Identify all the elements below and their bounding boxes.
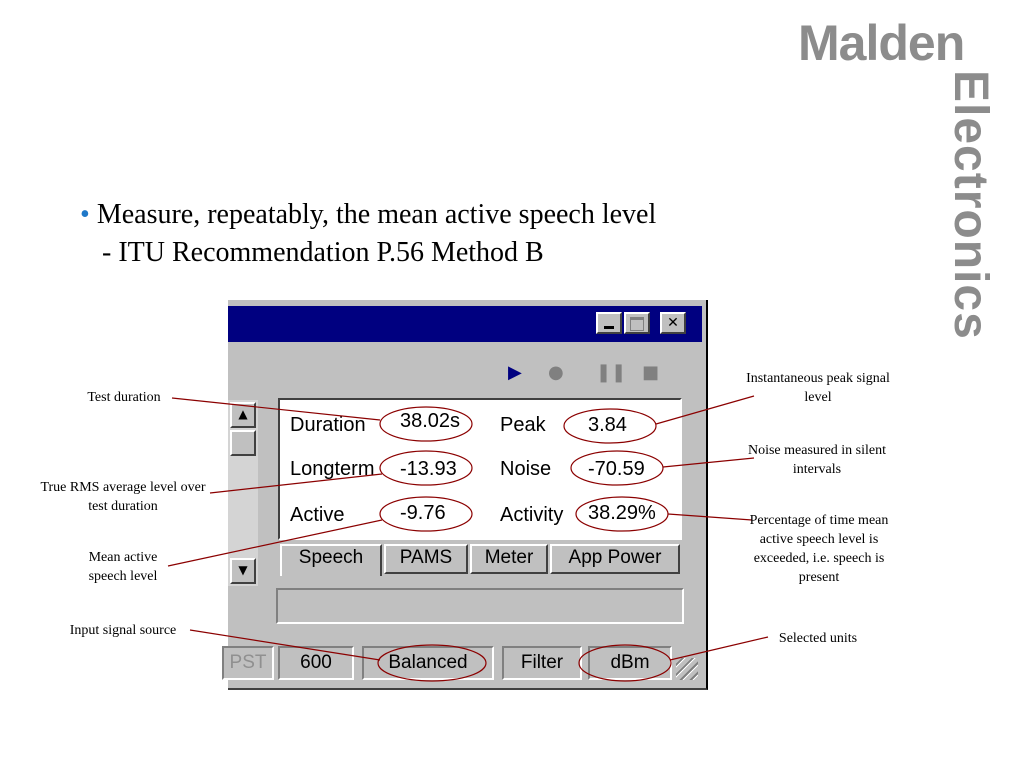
readings-panel: Duration 38.02s Peak 3.84 Longterm -13.9… — [278, 398, 682, 540]
note-mean-active: Mean active speech level — [88, 550, 158, 584]
app-window: ▶ ● ❚❚ ■ ▲ ▼ Duration 38.02s Peak 3.84 L… — [222, 300, 708, 690]
leader-true-rms — [209, 473, 383, 494]
active-value: -9.76 — [400, 502, 446, 524]
ellipse-duration — [379, 406, 473, 442]
scroll-up-button[interactable]: ▲ — [230, 402, 256, 428]
tab-app-power[interactable]: App Power — [550, 544, 680, 574]
tab-speech[interactable]: Speech — [280, 544, 382, 576]
scrollbar[interactable]: ▲ ▼ — [228, 400, 258, 586]
leader-peak — [655, 395, 755, 425]
noise-label: Noise — [500, 458, 552, 480]
status-filter[interactable]: Filter — [502, 646, 582, 680]
ellipse-noise — [570, 450, 664, 486]
peak-value: 3.84 — [588, 414, 627, 436]
activity-value: 38.29% — [588, 502, 656, 524]
status-units[interactable]: dBm — [588, 646, 672, 680]
leader-input-source — [189, 629, 381, 661]
bullet-line1: Measure, repeatably, the mean active spe… — [96, 199, 657, 230]
leader-activity — [667, 513, 753, 521]
ellipse-longterm — [379, 450, 473, 486]
scroll-down-button[interactable]: ▼ — [230, 558, 256, 584]
status-pst[interactable]: PST — [222, 646, 274, 680]
brand-electronics: Electronics — [944, 70, 997, 340]
title-bar[interactable] — [228, 306, 702, 342]
ellipse-dbm — [578, 644, 672, 682]
duration-label: Duration — [290, 414, 366, 436]
note-peak: Instantaneous peak signal level — [746, 371, 890, 405]
status-input-source[interactable]: Balanced — [362, 646, 494, 680]
leader-test-duration — [171, 397, 381, 421]
longterm-value: -13.93 — [400, 458, 457, 480]
note-test-duration: Test duration — [87, 390, 161, 405]
brand-malden: Malden — [798, 15, 965, 71]
ellipse-active — [379, 496, 473, 532]
noise-value: -70.59 — [588, 458, 645, 480]
tab-meter[interactable]: Meter — [470, 544, 548, 574]
resize-grip-icon[interactable] — [676, 658, 698, 680]
leader-units — [669, 636, 769, 661]
longterm-label: Longterm — [290, 458, 375, 480]
bullet-text: • Measure, repeatably, the mean active s… — [80, 196, 656, 272]
pause-icon[interactable]: ❚❚ — [596, 362, 627, 383]
leader-noise — [662, 457, 755, 468]
scroll-thumb[interactable] — [230, 430, 256, 456]
note-true-rms: True RMS average level over test duratio… — [40, 480, 206, 514]
status-field — [276, 588, 684, 624]
bullet-dot: • — [80, 199, 90, 230]
status-impedance[interactable]: 600 — [278, 646, 354, 680]
bullet-line2: - ITU Recommendation P.56 Method B — [102, 237, 544, 268]
maximize-button[interactable] — [624, 312, 650, 334]
play-icon[interactable]: ▶ — [508, 362, 522, 383]
ellipse-balanced — [377, 644, 487, 682]
close-button[interactable] — [660, 312, 686, 334]
note-activity: Percentage of time mean active speech le… — [749, 513, 889, 585]
note-input-source: Input signal source — [69, 623, 177, 638]
active-label: Active — [290, 504, 345, 526]
leader-mean-active — [167, 519, 383, 567]
note-noise: Noise measured in silent intervals — [747, 443, 887, 477]
activity-label: Activity — [500, 504, 564, 526]
minimize-button[interactable] — [596, 312, 622, 334]
tab-pams[interactable]: PAMS — [384, 544, 468, 574]
note-units: Selected units — [778, 631, 858, 646]
record-icon[interactable]: ● — [548, 362, 564, 383]
ellipse-peak — [563, 408, 657, 444]
stop-icon[interactable]: ■ — [642, 362, 660, 383]
duration-value: 38.02s — [400, 410, 461, 432]
ellipse-activity — [575, 496, 669, 532]
peak-label: Peak — [500, 414, 546, 436]
